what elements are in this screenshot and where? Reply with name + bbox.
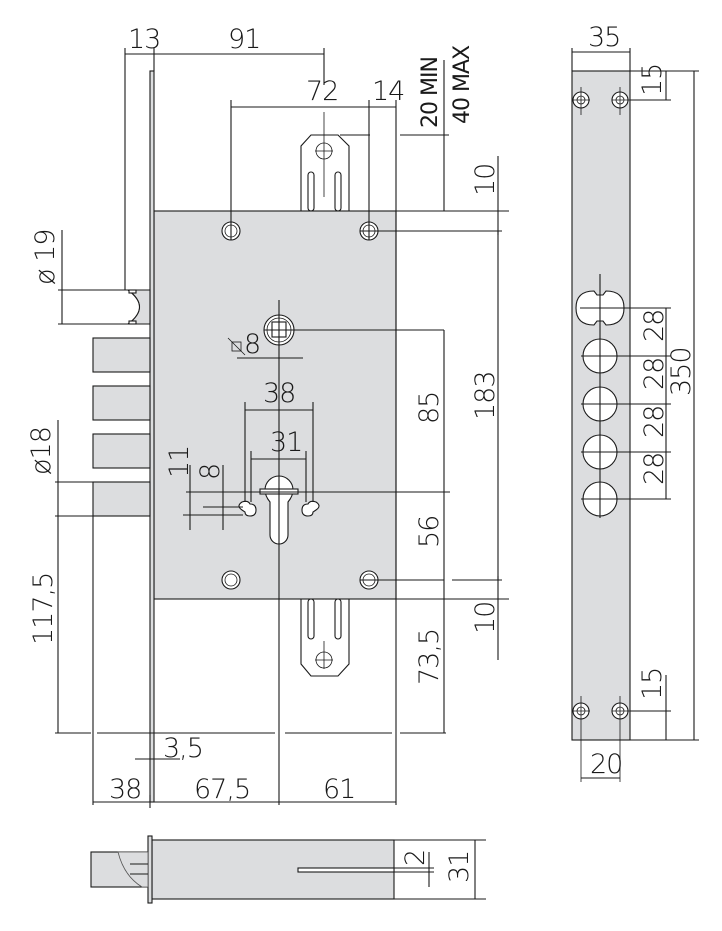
top-tab-slot-right <box>334 171 342 212</box>
dim-20-min: 20 MIN <box>418 57 443 128</box>
dim-28-3: 28 <box>639 406 670 438</box>
front-view: 13 91 72 14 20 MIN 40 MAX 10 85 56 73,5 … <box>26 24 509 808</box>
deadbolt-4 <box>92 481 151 517</box>
faceplate-screw-bottom-left <box>572 696 590 782</box>
dim-31-depth: 31 <box>444 851 475 883</box>
latch-bolt <box>126 289 151 325</box>
dim-3-5: 3,5 <box>163 733 203 764</box>
dim-117-5: 117,5 <box>28 573 59 645</box>
dim-8-cyl: 8 <box>195 464 226 480</box>
dim-350: 350 <box>666 347 697 396</box>
bottom-view-faceplate <box>147 835 153 904</box>
dim-15-bottom: 15 <box>637 668 668 700</box>
faceplate-screw-top-left <box>572 87 590 115</box>
dim-73-5: 73,5 <box>414 629 445 685</box>
dim-38-cylinder: 38 <box>263 378 295 409</box>
dim-diam-19: ø 19 <box>30 230 61 285</box>
dim-28-4: 28 <box>639 453 670 485</box>
dim-28-1: 28 <box>639 310 670 342</box>
dim-10-bottom: 10 <box>470 602 501 634</box>
faceplate-screw-top-right <box>611 87 630 115</box>
bottom-tab-slot-left <box>307 598 315 640</box>
dim-square-8: 8 <box>244 329 260 360</box>
dim-11: 11 <box>164 446 195 478</box>
faceplate <box>149 70 155 803</box>
side-view-faceplate: 28 28 28 28 35 15 350 15 20 <box>571 22 699 782</box>
dim-10-top: 10 <box>470 164 501 196</box>
dim-20: 20 <box>590 749 622 780</box>
deadbolt-1 <box>92 337 151 373</box>
cam-notch-right <box>301 500 320 517</box>
screw-hole-bottom-left <box>221 570 241 590</box>
dim-91: 91 <box>228 24 260 55</box>
dim-diam-18: ø18 <box>26 427 57 475</box>
top-tab-slot-left <box>307 171 315 212</box>
faceplate-screw-bottom-right <box>611 696 630 782</box>
dim-35: 35 <box>588 22 620 53</box>
bottom-view-slot <box>297 867 395 873</box>
bottom-view: 2 31 <box>90 835 486 904</box>
dim-40-max: 40 MAX <box>450 45 475 124</box>
dim-72: 72 <box>306 76 338 107</box>
dim-31-cylinder: 31 <box>270 427 302 458</box>
bottom-tab-slot-right <box>334 598 342 640</box>
dim-38-bolt: 38 <box>109 774 141 805</box>
dim-28-2: 28 <box>639 358 670 390</box>
dim-67-5: 67,5 <box>194 774 250 805</box>
dim-61: 61 <box>323 774 355 805</box>
deadbolt-2 <box>92 385 151 421</box>
dim-85: 85 <box>414 392 445 424</box>
dim-13: 13 <box>128 24 160 55</box>
dim-183: 183 <box>470 371 501 420</box>
deadbolt-3 <box>92 433 151 469</box>
dim-15-top: 15 <box>637 64 668 96</box>
dim-14: 14 <box>372 76 404 107</box>
cam-notch-left <box>238 500 257 517</box>
dim-56: 56 <box>414 516 445 548</box>
dim-2: 2 <box>400 850 431 866</box>
